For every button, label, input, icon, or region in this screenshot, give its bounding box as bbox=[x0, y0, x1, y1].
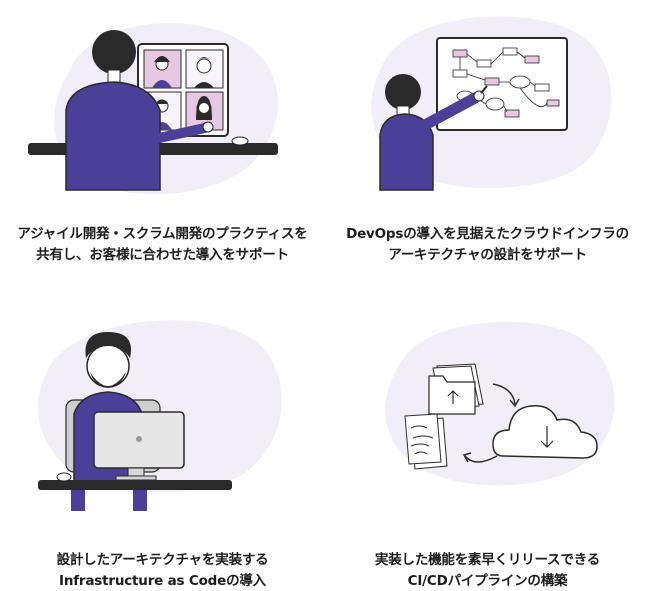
document-icon bbox=[404, 413, 448, 470]
card-caption: 設計したアーキテクチャを実装する Infrastructure as Codeの… bbox=[0, 550, 325, 591]
whiteboard-diagram-illustration bbox=[371, 16, 612, 191]
card-caption: 実装した機能を素早くリリースできる CI/CDパイプラインの構築 bbox=[325, 550, 650, 591]
caption-line-1: 設計したアーキテクチャを実装する bbox=[56, 552, 269, 568]
card-caption: アジャイル開発・スクラム開発のプラクティスを 共有し、お客様に合わせた導入をサポ… bbox=[0, 224, 325, 266]
feature-card-agile: アジャイル開発・スクラム開発のプラクティスを 共有し、お客様に合わせた導入をサポ… bbox=[0, 0, 325, 295]
cloud-deploy-illustration bbox=[385, 321, 615, 486]
caption-line-1: アジャイル開発・スクラム開発のプラクティスを bbox=[17, 226, 308, 242]
caption-line-1: 実装した機能を素早くリリースできる bbox=[374, 552, 601, 568]
folder-upload-icon bbox=[428, 363, 484, 415]
cloud-download-icon bbox=[492, 405, 598, 459]
caption-line-2: 共有し、お客様に合わせた導入をサポート bbox=[36, 247, 289, 263]
caption-line-2: アーキテクチャの設計をサポート bbox=[388, 247, 587, 263]
caption-line-2: CI/CDパイプラインの構築 bbox=[407, 573, 568, 589]
feature-card-iac: 設計したアーキテクチャを実装する Infrastructure as Codeの… bbox=[0, 296, 325, 591]
caption-line-2: Infrastructure as Codeの導入 bbox=[59, 573, 266, 589]
caption-line-1: DevOpsの導入を見据えたクラウドインフラの bbox=[346, 226, 629, 242]
developer-at-desktop-illustration bbox=[38, 320, 282, 511]
video-call-illustration bbox=[28, 23, 278, 195]
feature-card-devops: DevOpsの導入を見据えたクラウドインフラの アーキテクチャの設計をサポート bbox=[325, 0, 650, 295]
card-caption: DevOpsの導入を見据えたクラウドインフラの アーキテクチャの設計をサポート bbox=[325, 224, 650, 266]
feature-card-cicd: 実装した機能を素早くリリースできる CI/CDパイプラインの構築 bbox=[325, 296, 650, 591]
